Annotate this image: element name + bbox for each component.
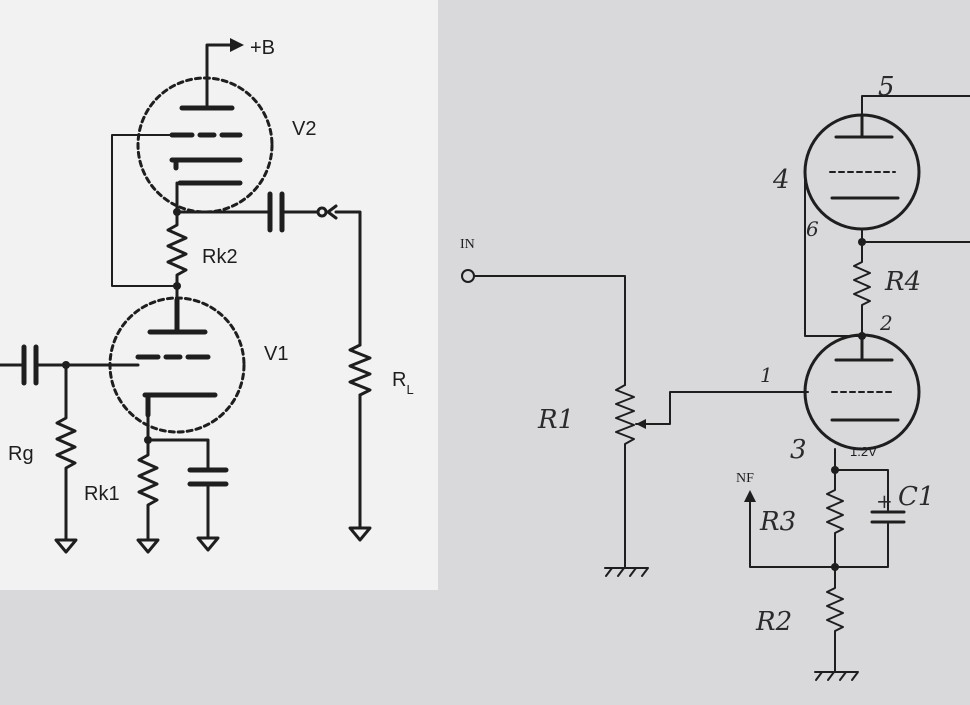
resistor-rk2 xyxy=(166,210,188,302)
capacitor-c1 xyxy=(870,510,906,524)
load-label: RL xyxy=(392,369,414,397)
left-schematic: +B V2 RL Rk2 xyxy=(0,37,414,554)
pin-2-label: 2 xyxy=(879,311,893,335)
feedback-arrow-icon xyxy=(744,490,756,502)
pin-4-label: 4 xyxy=(772,165,790,195)
resistor-rg-label: Rg xyxy=(8,443,34,465)
resistor-r4 xyxy=(853,241,871,337)
voltage-label: 1.2V xyxy=(850,444,877,459)
resistor-rk2-label: Rk2 xyxy=(202,246,238,268)
grid-loop-right xyxy=(804,171,863,337)
tube-v2 xyxy=(136,76,274,214)
grid-loop-wire xyxy=(111,134,178,287)
feedback-wire xyxy=(749,497,836,568)
capacitor-c1-label: C1 xyxy=(898,482,934,512)
ground-icon-r2 xyxy=(814,671,859,681)
right-schematic: IN R1 1 5 4 6 R4 2 xyxy=(460,72,970,681)
input-label: IN xyxy=(460,237,475,252)
capacitor-wire xyxy=(834,469,889,511)
tube-lower-right xyxy=(803,333,921,451)
tube-v1-label: V1 xyxy=(264,343,288,365)
supply-wire xyxy=(205,43,232,107)
supply-label: +B xyxy=(250,37,275,59)
resistor-r2-label: R2 xyxy=(755,607,792,637)
potentiometer-r1 xyxy=(615,384,635,569)
capacitor-plus-sign: + xyxy=(876,489,893,513)
output-terminal xyxy=(316,206,328,218)
resistor-rk1-label: Rk1 xyxy=(84,483,120,505)
resistor-r4-label: R4 xyxy=(884,267,921,297)
ground-icon xyxy=(348,526,372,542)
resistor-r2 xyxy=(826,566,844,673)
ground-icon-rg xyxy=(54,538,78,554)
supply-arrow-icon xyxy=(230,38,244,52)
load-resistor xyxy=(348,343,372,397)
capacitor-return-wire xyxy=(834,523,889,568)
feedback-label: NF xyxy=(736,471,754,486)
resistor-rg xyxy=(55,363,77,542)
input-wire-right xyxy=(473,275,626,386)
bypass-capacitor xyxy=(187,467,229,487)
ground-icon-r1 xyxy=(604,567,649,577)
ground-icon-rk1 xyxy=(136,538,160,554)
ground-icon-bypass xyxy=(196,536,220,552)
wiper-arrow-icon xyxy=(636,419,646,429)
wiper-wire xyxy=(635,391,809,425)
tube-v2-label: V2 xyxy=(292,118,316,140)
pin-3-label: 3 xyxy=(790,435,807,465)
pin-6-label: 6 xyxy=(806,217,819,241)
bypass-wire xyxy=(146,438,210,470)
potentiometer-r1-label: R1 xyxy=(537,405,574,435)
paper-left-background xyxy=(0,0,438,590)
resistor-r3-label: R3 xyxy=(759,507,796,537)
load-wire xyxy=(326,204,362,347)
pin-1-label: 1 xyxy=(760,363,773,387)
junction-node-2 xyxy=(173,282,181,290)
pin-5-label: 5 xyxy=(878,72,895,102)
resistor-r3 xyxy=(826,469,844,568)
resistor-rk1 xyxy=(137,438,159,542)
